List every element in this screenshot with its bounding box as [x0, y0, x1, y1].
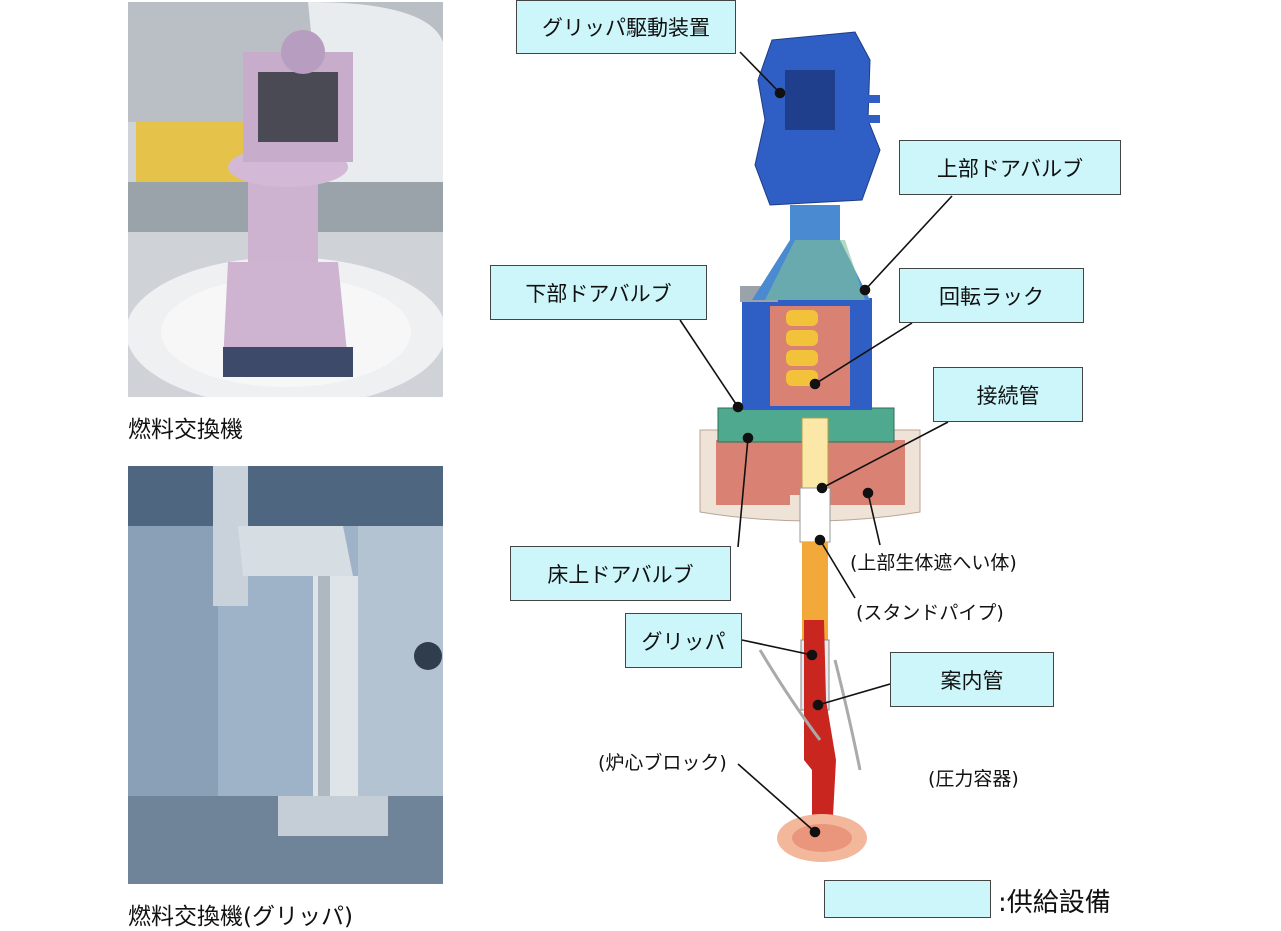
label-floor-door-valve: 床上ドアバルブ	[510, 546, 731, 601]
legend-text: :供給設備	[998, 888, 1111, 918]
label-guide-pipe: 案内管	[890, 652, 1054, 707]
gripper-shape	[804, 620, 836, 835]
fuel-handling-machine-photo	[128, 2, 443, 397]
label-rotating-rack: 回転ラック	[899, 268, 1084, 323]
label-connecting-pipe: 接続管	[933, 367, 1083, 422]
label-lower-door-valve: 下部ドアバルブ	[490, 265, 707, 320]
standpipe-shape	[799, 487, 831, 543]
rotating-rack-shape	[786, 310, 818, 386]
machine-photo-caption: 燃料交換機	[128, 417, 243, 443]
label-gripper-drive: グリッパ駆動装置	[516, 0, 736, 54]
label-gripper: グリッパ	[625, 613, 742, 668]
label-upper-shield: (上部生体遮へい体)	[850, 552, 1017, 574]
gripper-photo-caption: 燃料交換機(グリッパ)	[128, 904, 353, 930]
label-upper-door-valve: 上部ドアバルブ	[899, 140, 1121, 195]
legend-swatch	[824, 880, 991, 918]
label-core-block: (炉心ブロック)	[598, 752, 727, 774]
label-standpipe: (スタンドパイプ)	[856, 602, 1004, 624]
connecting-pipe-shape	[801, 417, 829, 489]
gripper-photo	[128, 466, 443, 884]
label-pressure-vessel: (圧力容器)	[928, 768, 1019, 790]
